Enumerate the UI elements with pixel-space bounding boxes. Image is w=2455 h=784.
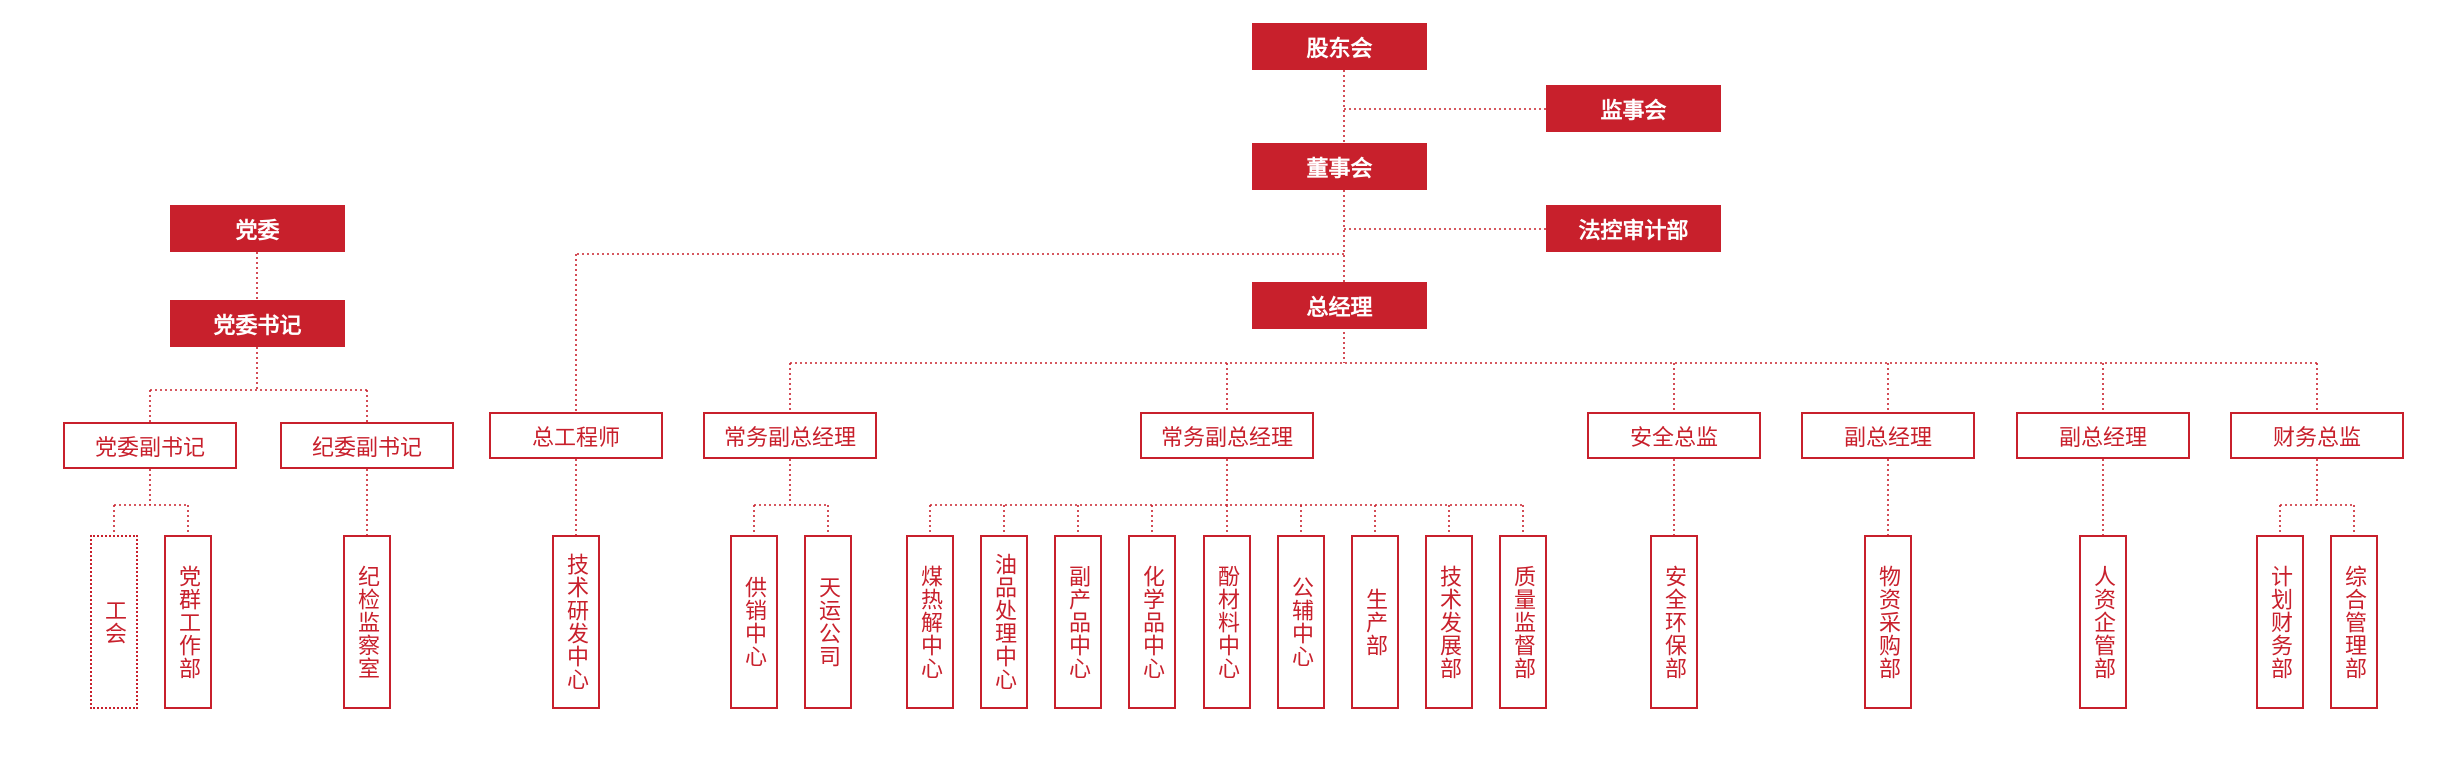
hr-dept-box: 人资企管部: [2079, 535, 2127, 709]
supervisory-board-box: 监事会: [1546, 85, 1721, 132]
center-box-5: 酚材料中心: [1203, 535, 1251, 709]
exec-vp-1-box: 常务副总经理: [703, 412, 877, 459]
center-box-2: 油品处理中心: [980, 535, 1028, 709]
center-box-7: 生产部: [1351, 535, 1399, 709]
exec-vp-2-box: 常务副总经理: [1140, 412, 1314, 459]
center-box-9: 质量监督部: [1499, 535, 1547, 709]
vp-2-box: 副总经理: [2016, 412, 2190, 459]
chief-engineer-box: 总工程师: [489, 412, 663, 459]
discipline-deputy-secretary-box: 纪委副书记: [280, 422, 454, 469]
party-deputy-secretary-box: 党委副书记: [63, 422, 237, 469]
rd-center-box: 技术研发中心: [552, 535, 600, 709]
party-committee-box: 党委: [170, 205, 345, 252]
shareholders-box: 股东会: [1252, 23, 1427, 70]
finance-director-box: 财务总监: [2230, 412, 2404, 459]
trade-union-box: 工会: [90, 535, 138, 709]
safety-director-box: 安全总监: [1587, 412, 1761, 459]
general-mgmt-dept-box: 综合管理部: [2330, 535, 2378, 709]
safety-env-dept-box: 安全环保部: [1650, 535, 1698, 709]
vp-1-box: 副总经理: [1801, 412, 1975, 459]
supply-sales-center-box: 供销中心: [730, 535, 778, 709]
procurement-dept-box: 物资采购部: [1864, 535, 1912, 709]
discipline-office-box: 纪检监察室: [343, 535, 391, 709]
center-box-4: 化学品中心: [1128, 535, 1176, 709]
center-box-1: 煤热解中心: [906, 535, 954, 709]
party-work-dept-box: 党群工作部: [164, 535, 212, 709]
center-box-3: 副产品中心: [1054, 535, 1102, 709]
center-box-6: 公辅中心: [1277, 535, 1325, 709]
tianyun-company-box: 天运公司: [804, 535, 852, 709]
board-of-directors-box: 董事会: [1252, 143, 1427, 190]
general-manager-box: 总经理: [1252, 282, 1427, 329]
planning-finance-dept-box: 计划财务部: [2256, 535, 2304, 709]
party-secretary-box: 党委书记: [170, 300, 345, 347]
center-box-8: 技术发展部: [1425, 535, 1473, 709]
legal-audit-box: 法控审计部: [1546, 205, 1721, 252]
